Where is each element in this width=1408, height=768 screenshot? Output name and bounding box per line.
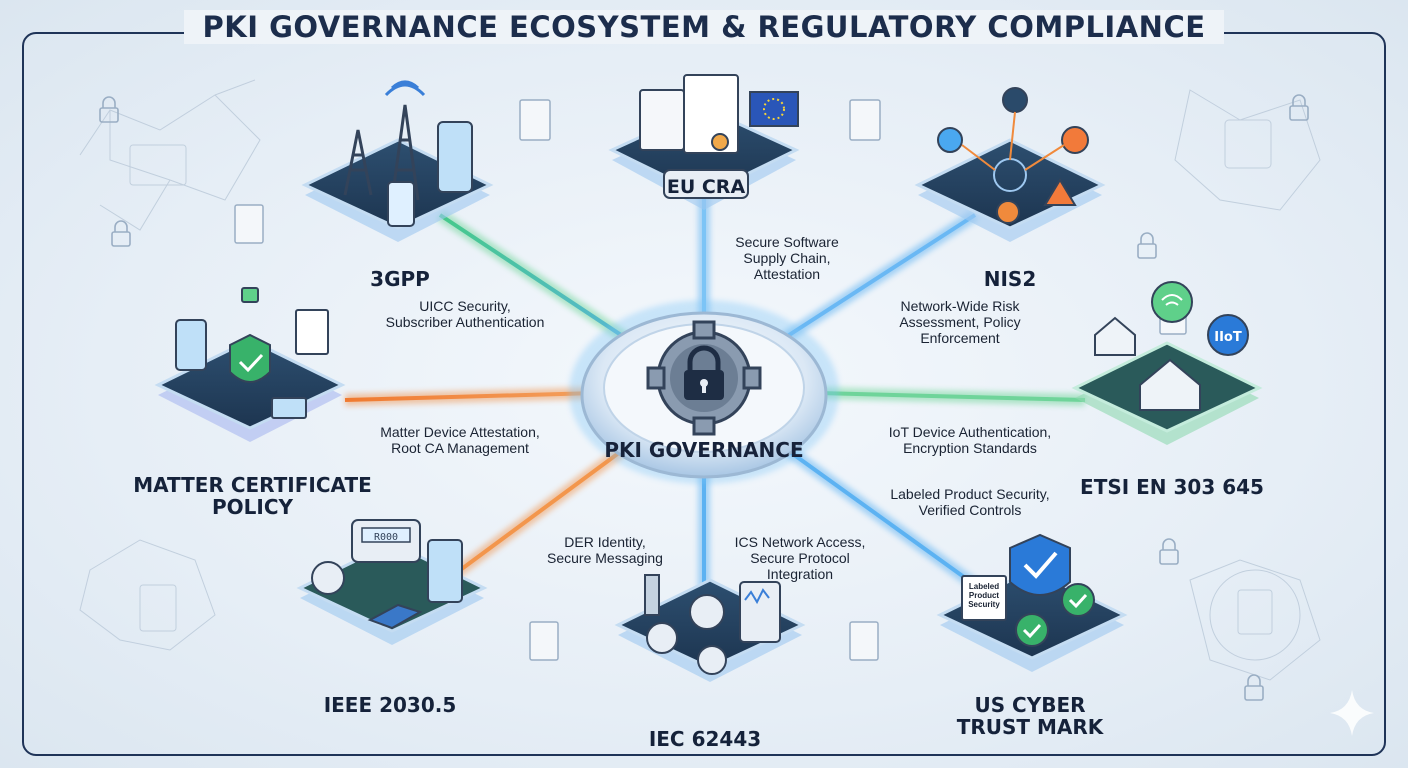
node-label-ieee: IEEE 2030.5 — [323, 693, 457, 717]
node-label-etsi: ETSI EN 303 645 — [1080, 475, 1264, 499]
warning-icon — [1043, 178, 1077, 206]
sparkle-icon — [1330, 690, 1374, 736]
platform-etsi: IIoT — [1071, 281, 1263, 445]
phone-icon — [387, 181, 415, 227]
home-icon — [1139, 358, 1201, 411]
cell-tower-icon — [390, 104, 420, 201]
platform-ieee: R000 — [296, 519, 488, 645]
document-icon — [683, 74, 739, 154]
background-network-left — [79, 79, 261, 651]
node-desc-ieee: DER Identity, Secure Messaging — [547, 534, 663, 566]
node-desc-us-cyber: Labeled Product Security, Verified Contr… — [890, 486, 1050, 518]
platform-iec — [614, 574, 806, 682]
gauge-icon — [311, 561, 345, 595]
check-icon — [1015, 613, 1049, 647]
tablet-icon — [437, 121, 473, 193]
alert-icon — [1061, 126, 1089, 154]
meter-display-text: R000 — [374, 532, 398, 543]
platform-nis2 — [914, 87, 1106, 242]
node-label-3gpp: 3GPP — [370, 267, 430, 291]
platform-eu-cra — [608, 74, 800, 210]
certificate-icon — [295, 309, 329, 355]
seal-icon — [711, 133, 729, 151]
eu-flag-icon — [749, 91, 799, 127]
tablet-icon — [175, 319, 207, 371]
home-icon — [1094, 316, 1136, 356]
node-label-nis2: NIS2 — [983, 267, 1037, 291]
shield-icon — [229, 333, 271, 383]
iiot-badge-icon — [1207, 314, 1249, 356]
lock-icon — [684, 345, 724, 400]
node-desc-matter: Matter Device Attestation, Root CA Manag… — [380, 424, 540, 456]
shield-icon — [1009, 533, 1071, 596]
iiot-badge-text: IIoT — [1214, 330, 1242, 345]
solar-panel-icon — [367, 603, 423, 630]
gear-icon — [697, 645, 727, 675]
node-desc-etsi: IoT Device Authentication, Encryption St… — [888, 424, 1052, 456]
factory-icon — [644, 574, 660, 616]
hub-label: PKI GOVERNANCE — [604, 438, 804, 462]
lock-icon — [241, 287, 259, 303]
node-label-us-cyber: US CYBER TRUST MARK — [956, 693, 1104, 739]
node-desc-nis2: Network-Wide Risk Assessment, Policy Enf… — [899, 298, 1021, 346]
page-title: PKI GOVERNANCE ECOSYSTEM & REGULATORY CO… — [184, 10, 1224, 44]
platform-matter — [154, 287, 346, 442]
node-desc-3gpp: UICC Security, Subscriber Authentication — [385, 298, 545, 330]
platform-3gpp — [301, 80, 494, 242]
node-label-matter: MATTER CERTIFICATE POLICY — [133, 473, 372, 519]
background-network-right — [1174, 89, 1321, 681]
node-label-iec: IEC 62443 — [648, 727, 762, 751]
laptop-icon — [271, 397, 307, 419]
node-desc-iec: ICS Network Access, Secure Protocol Inte… — [734, 534, 866, 582]
tablet-icon — [427, 539, 463, 603]
control-panel-icon — [739, 581, 781, 643]
lock-icon — [99, 94, 1309, 701]
node-label-eu-cra: EU CRA — [666, 176, 746, 198]
node-desc-eu-cra: Secure Software Supply Chain, Attestatio… — [735, 234, 839, 282]
product-label-icon — [961, 575, 1007, 621]
gear-icon — [689, 594, 725, 630]
check-icon — [1061, 583, 1095, 617]
cell-tower-icon — [343, 129, 373, 196]
gear-icon — [646, 622, 678, 654]
pki-hub — [569, 300, 839, 484]
document-icon — [639, 89, 685, 151]
